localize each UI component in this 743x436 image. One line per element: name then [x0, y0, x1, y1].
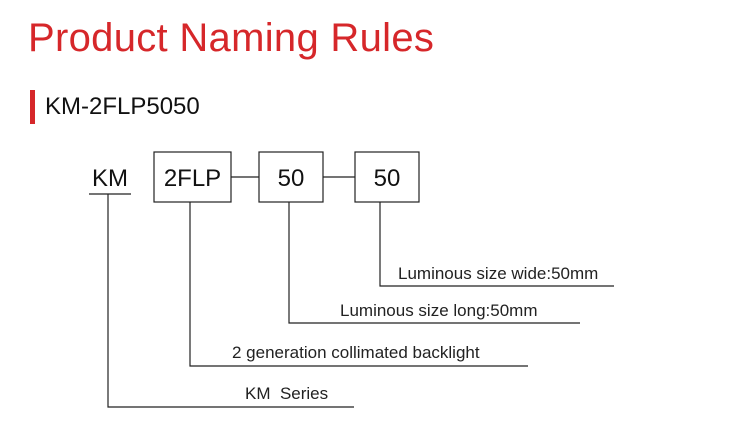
- segment-length: 50: [258, 151, 324, 203]
- leader-length: Luminous size long:50mm: [288, 202, 580, 324]
- segment-generation-label: 2FLP: [164, 165, 221, 192]
- description-series: KM Series: [245, 384, 328, 403]
- segment-width-label: 50: [374, 165, 401, 192]
- leader-width: Luminous size wide:50mm: [379, 202, 614, 287]
- leader-line: [379, 202, 614, 287]
- leader-line: [107, 194, 354, 408]
- description-generation: 2 generation collimated backlight: [232, 343, 480, 362]
- segment-width: 50: [354, 151, 420, 203]
- segment-width-box: [354, 151, 420, 203]
- accent-bar: [30, 90, 35, 124]
- leader-series: KM Series: [107, 194, 354, 408]
- description-length: Luminous size long:50mm: [340, 301, 537, 320]
- leader-line: [288, 202, 580, 324]
- model-code: KM-2FLP5050: [45, 93, 200, 120]
- segment-series-label: KM: [92, 165, 128, 192]
- segment-length-label: 50: [278, 165, 305, 192]
- segment-series: KM: [89, 165, 131, 195]
- page-title: Product Naming Rules: [28, 16, 435, 60]
- leader-line: [189, 202, 528, 367]
- segment-generation: 2FLP: [153, 151, 232, 203]
- leader-generation: 2 generation collimated backlight: [189, 202, 528, 367]
- description-width: Luminous size wide:50mm: [398, 264, 598, 283]
